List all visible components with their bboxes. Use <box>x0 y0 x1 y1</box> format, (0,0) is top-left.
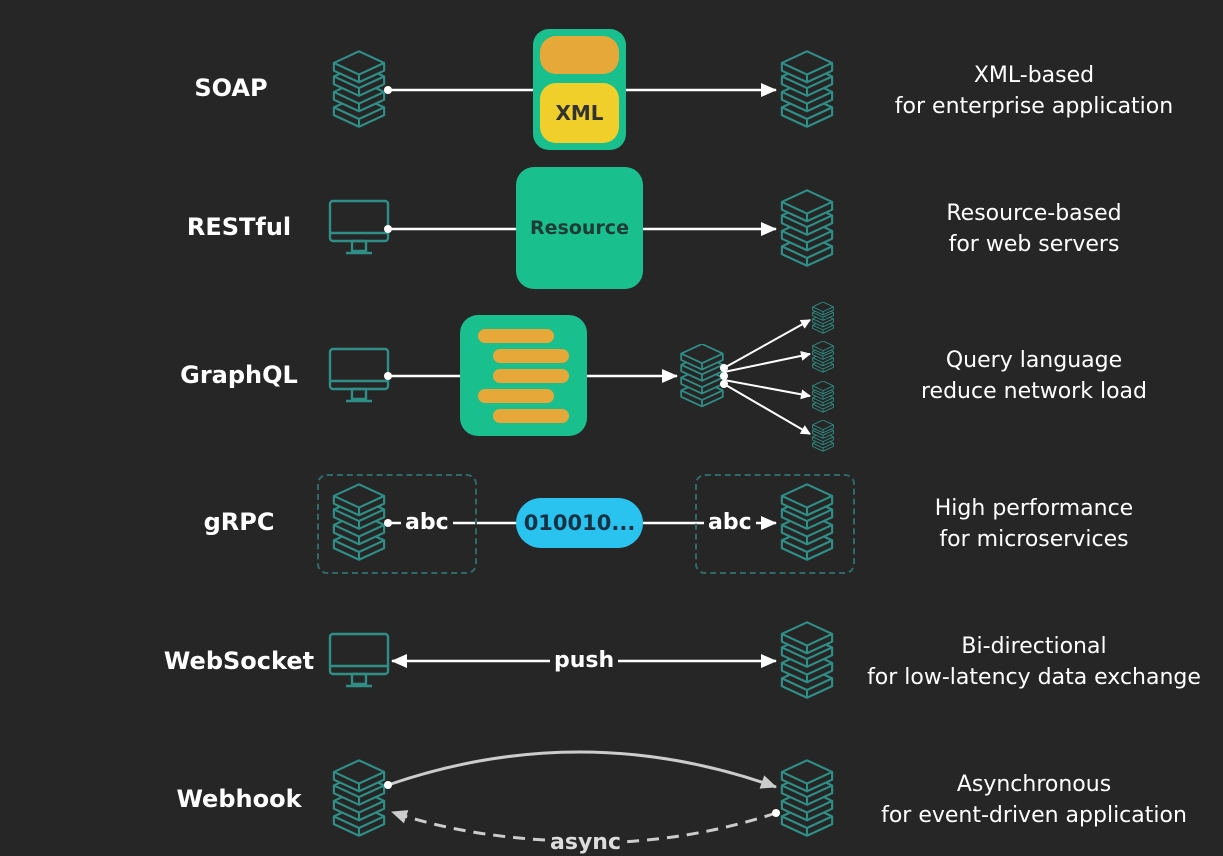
webhook-async-line-right <box>619 811 777 844</box>
protocol-label: WebSocket <box>163 647 315 675</box>
server-stack-icon <box>812 420 834 452</box>
description-line: for enterprise application <box>894 94 1174 119</box>
description-line: Resource-based <box>946 201 1122 226</box>
xml-payload-box: XML <box>533 29 626 150</box>
description-line: reduce network load <box>921 379 1147 404</box>
query-line <box>478 329 554 343</box>
abc-label-left: abc <box>401 510 453 536</box>
description-line: for event-driven application <box>881 803 1187 828</box>
grpc-server-boundary <box>695 474 855 574</box>
xml-header-block <box>540 36 619 74</box>
protocol-label: GraphQL <box>180 361 298 389</box>
description-line: Query language <box>945 348 1123 373</box>
abc-label-right: abc <box>704 510 756 536</box>
server-stack-icon <box>780 189 834 267</box>
server-stack-icon <box>680 344 724 408</box>
description: Query language reduce network load <box>834 345 1223 407</box>
query-line <box>493 409 569 423</box>
description-line: for web servers <box>948 232 1120 257</box>
server-stack-icon <box>332 50 386 128</box>
push-label: push <box>550 648 619 674</box>
description: Bi-directional for low-latency data exch… <box>834 631 1223 693</box>
query-line <box>478 389 554 403</box>
description-line: Bi-directional <box>961 634 1107 659</box>
xml-body-block: XML <box>540 83 619 143</box>
monitor-icon <box>328 632 390 688</box>
monitor-icon <box>328 199 390 255</box>
server-stack-icon <box>812 381 834 413</box>
description-line: High performance <box>934 496 1134 521</box>
description-line: XML-based <box>973 63 1095 88</box>
server-stack-icon <box>812 341 834 373</box>
server-stack-icon <box>780 50 834 128</box>
protocol-label: gRPC <box>203 508 275 536</box>
description-line: for low-latency data exchange <box>867 665 1201 690</box>
resource-box: Resource <box>516 167 643 289</box>
async-label: async <box>546 830 625 856</box>
binary-payload-pill: 010010... <box>516 498 643 548</box>
protocol-label: RESTful <box>186 213 292 241</box>
query-line <box>493 369 569 383</box>
description-line: Asynchronous <box>956 772 1112 797</box>
monitor-icon <box>328 347 390 403</box>
description: XML-based for enterprise application <box>834 60 1223 122</box>
query-line <box>493 349 569 363</box>
description: Asynchronous for event-driven applicatio… <box>834 769 1223 831</box>
server-stack-icon <box>780 759 834 837</box>
grpc-client-boundary <box>317 474 477 574</box>
server-stack-icon <box>812 302 834 334</box>
webhook-curve-arrow <box>387 750 777 789</box>
webhook-async-line-left <box>391 810 546 842</box>
server-stack-icon <box>332 759 386 837</box>
graphql-fanout <box>720 319 811 435</box>
protocol-label: Webhook <box>176 785 302 813</box>
description-line: for microservices <box>939 527 1129 552</box>
graphql-query-box <box>460 315 587 436</box>
server-stack-icon <box>780 621 834 699</box>
description: Resource-based for web servers <box>834 198 1223 260</box>
protocol-label: SOAP <box>194 74 268 102</box>
description: High performance for microservices <box>834 493 1223 555</box>
